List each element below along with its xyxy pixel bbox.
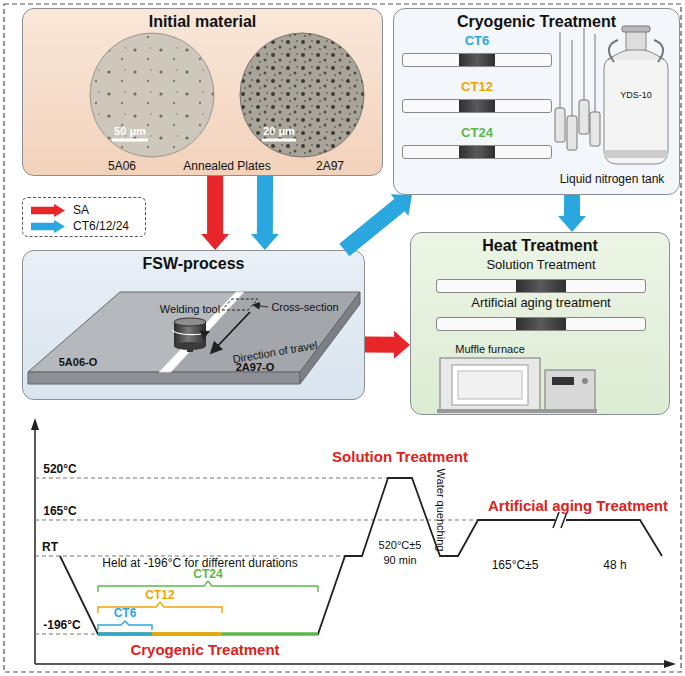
- caption-text: Annealed Plates: [183, 160, 270, 173]
- part-label: Cross-section: [271, 301, 338, 313]
- arrow-shaft: [365, 337, 395, 353]
- arrow-head: [394, 331, 410, 359]
- bar-label: Artificial aging treatment: [436, 295, 646, 310]
- level-line: [35, 634, 98, 635]
- y-axis: [34, 428, 36, 664]
- bar-label: CT24: [402, 125, 552, 140]
- legend-text: SA: [73, 203, 89, 217]
- stage-title: Artificial aging Treatment: [488, 498, 668, 515]
- arrow-head: [391, 194, 412, 216]
- sample-bar: CT6: [402, 33, 552, 67]
- scale-text: 20 μm: [263, 125, 295, 137]
- axis-tick: 520°C: [43, 463, 77, 476]
- arrow-shaft: [564, 195, 580, 217]
- stage-title: Solution Treatment: [332, 449, 468, 466]
- arrow-head: [558, 216, 586, 232]
- arrow-shaft: [207, 176, 223, 235]
- sample-bar: Artificial aging treatment: [436, 295, 646, 331]
- step-note: Water quenching: [435, 469, 447, 552]
- equipment-label: Muffle furnace: [455, 343, 525, 355]
- bar-label: CT12: [402, 79, 552, 94]
- arrow-head: [251, 234, 279, 250]
- stage-title: Cryogenic Treatment: [130, 642, 279, 659]
- material-panel: Initial material: [22, 8, 383, 176]
- caption-text: Liquid nitrogen tank: [560, 173, 665, 186]
- hold-segment: [98, 632, 152, 636]
- outer-frame: [4, 4, 681, 672]
- legend-swatch: [31, 220, 65, 233]
- process-panel: Heat TreatmentSolution TreatmentArtifici…: [410, 232, 670, 415]
- part-label: Welding tool: [160, 303, 220, 315]
- axis-head: [664, 660, 676, 668]
- flow-arrow: [251, 176, 279, 250]
- break-mark: [553, 512, 559, 528]
- material-name: 5A06: [108, 160, 136, 173]
- process-panel: FSW-process: [22, 250, 365, 400]
- arrow-head: [201, 234, 229, 250]
- sample-bar: Solution Treatment: [436, 257, 646, 293]
- parameter: 48 h: [603, 559, 626, 572]
- axis-head: [31, 418, 39, 430]
- scale-text: 50 μm: [114, 125, 146, 137]
- axis-tick: RT: [42, 541, 58, 554]
- panel-title: Heat Treatment: [411, 237, 669, 255]
- duration-label: CT6: [114, 607, 137, 620]
- parameter: 520°C±5: [379, 539, 422, 551]
- specimen-bar: [402, 53, 552, 67]
- axis-tick: -196°C: [43, 619, 80, 632]
- duration-brace: [98, 581, 318, 592]
- duration-label: CT12: [145, 589, 174, 602]
- level-line: [35, 556, 345, 557]
- level-line: [35, 520, 478, 521]
- temperature-curve: [60, 478, 555, 634]
- legend-text: CT6/12/24: [73, 219, 129, 233]
- sample-bar: CT24: [402, 125, 552, 159]
- legend-box: SA CT6/12/24: [22, 197, 146, 237]
- flow-arrow: [558, 195, 586, 232]
- panel-title: FSW-process: [23, 255, 364, 273]
- arrow-shaft: [257, 176, 273, 235]
- legend-swatch: [31, 204, 65, 217]
- tank-model: YDS-10: [620, 91, 652, 101]
- process-chart: [31, 418, 676, 668]
- plate-label: 2A97-O: [236, 361, 275, 373]
- specimen-bar: [436, 279, 646, 293]
- temperature-curve: [566, 520, 662, 556]
- bar-label: CT6: [402, 33, 552, 48]
- duration-label: CT24: [193, 568, 222, 581]
- break-mark: [561, 512, 567, 528]
- specimen-bar: [402, 145, 552, 159]
- process-panel: Cryogenic TreatmentCT6CT12CT24: [393, 8, 680, 195]
- specimen-bar: [402, 99, 552, 113]
- panel-title: Initial material: [23, 13, 382, 31]
- duration-brace: [98, 621, 152, 630]
- hold-segment: [98, 632, 318, 636]
- axis-tick: 165°C: [43, 505, 77, 518]
- material-name: 2A97: [316, 160, 344, 173]
- flow-arrow: [344, 194, 412, 250]
- plate-label: 5A06-O: [59, 356, 98, 368]
- specimen-bar: [436, 317, 646, 331]
- flow-arrow: [201, 176, 229, 250]
- parameter: 165°C±5: [492, 559, 539, 572]
- panel-title: Cryogenic Treatment: [394, 13, 679, 31]
- level-line: [35, 478, 388, 479]
- parameter: 90 min: [383, 554, 416, 566]
- hold-segment: [98, 632, 222, 636]
- sample-bar: CT12: [402, 79, 552, 113]
- arrow-shaft: [344, 205, 400, 250]
- x-axis: [35, 663, 666, 665]
- flow-arrow: [365, 331, 410, 359]
- bar-label: Solution Treatment: [436, 257, 646, 272]
